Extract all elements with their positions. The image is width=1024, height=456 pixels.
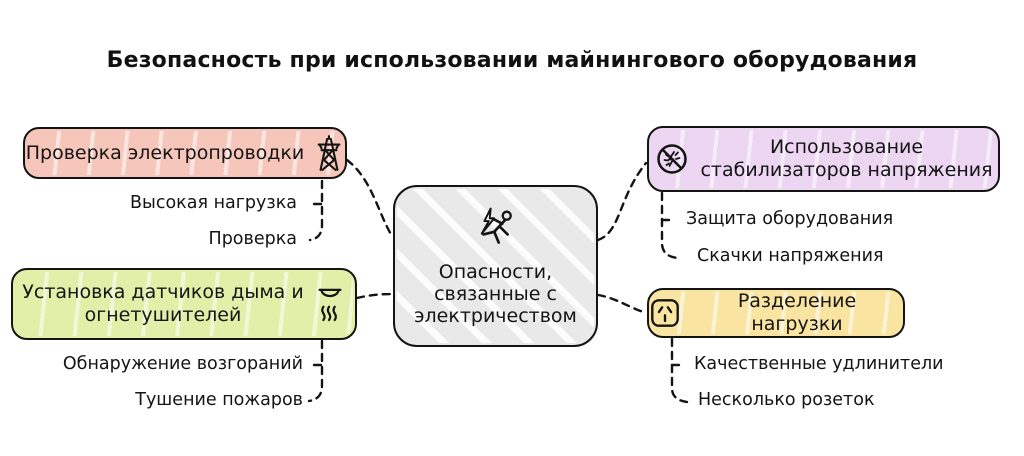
connector-load-children bbox=[670, 337, 689, 404]
branch-load-distribution: Разделение нагрузки bbox=[647, 288, 905, 338]
branch-voltage-stabilizers-label: Использование стабилизаторов напряжения bbox=[700, 136, 992, 182]
connector-center-to-stabilizers bbox=[596, 161, 648, 242]
branch-voltage-stabilizers: Использование стабилизаторов напряжения bbox=[647, 126, 1000, 192]
central-node-line1: Опасности, bbox=[438, 261, 553, 283]
transmission-tower-icon bbox=[317, 135, 341, 171]
branch-smoke-detectors-line2: огнетушителей bbox=[84, 304, 242, 326]
central-node: Опасности, связанные с электричеством bbox=[393, 185, 598, 347]
connector-smoke-to-center bbox=[355, 292, 394, 300]
smoke-detector-icon bbox=[318, 288, 342, 322]
child-label-fire-detection: Обнаружение возгораний bbox=[62, 354, 303, 374]
diagram-title: Безопасность при использовании майнингов… bbox=[106, 48, 918, 73]
child-label-quality-extension-cords: Качественные удлинители bbox=[694, 354, 944, 374]
connector-wiring-to-center bbox=[345, 158, 394, 238]
connector-smoke-children bbox=[307, 339, 324, 403]
branch-smoke-detectors: Установка датчиков дыма и огнетушителей bbox=[11, 268, 357, 340]
connector-stabilizers-children bbox=[660, 191, 679, 260]
child-label-voltage-surges: Скачки напряжения bbox=[697, 246, 884, 266]
central-node-line3: электричеством bbox=[414, 305, 577, 327]
branch-voltage-stabilizers-line2: стабилизаторов напряжения bbox=[700, 159, 993, 181]
central-node-line2: связанные с bbox=[434, 283, 557, 305]
branch-load-distribution-label: Разделение нагрузки bbox=[737, 290, 857, 335]
child-label-multiple-outlets: Несколько розеток bbox=[698, 390, 875, 410]
branch-voltage-stabilizers-line1: Использование bbox=[769, 136, 924, 158]
branch-smoke-detectors-line1: Установка датчиков дыма и bbox=[22, 281, 304, 303]
connector-wiring-children bbox=[308, 179, 324, 242]
branch-wiring-check-label: Проверка электропроводки bbox=[25, 141, 305, 164]
connector-center-to-load bbox=[596, 293, 648, 315]
central-node-label: Опасности, связанные с электричеством bbox=[414, 261, 577, 327]
branch-smoke-detectors-label: Установка датчиков дыма и огнетушителей bbox=[22, 281, 303, 327]
power-socket-icon bbox=[651, 299, 679, 327]
child-label-equipment-protection: Защита оборудования bbox=[686, 209, 894, 229]
child-label-fire-extinguishing: Тушение пожаров bbox=[135, 390, 303, 410]
branch-wiring-check: Проверка электропроводки bbox=[23, 127, 347, 179]
child-label-high-load: Высокая нагрузка bbox=[130, 193, 297, 213]
child-label-inspection: Проверка bbox=[208, 229, 297, 249]
electrocution-hazard-icon bbox=[480, 207, 512, 244]
no-surge-icon bbox=[657, 144, 688, 174]
